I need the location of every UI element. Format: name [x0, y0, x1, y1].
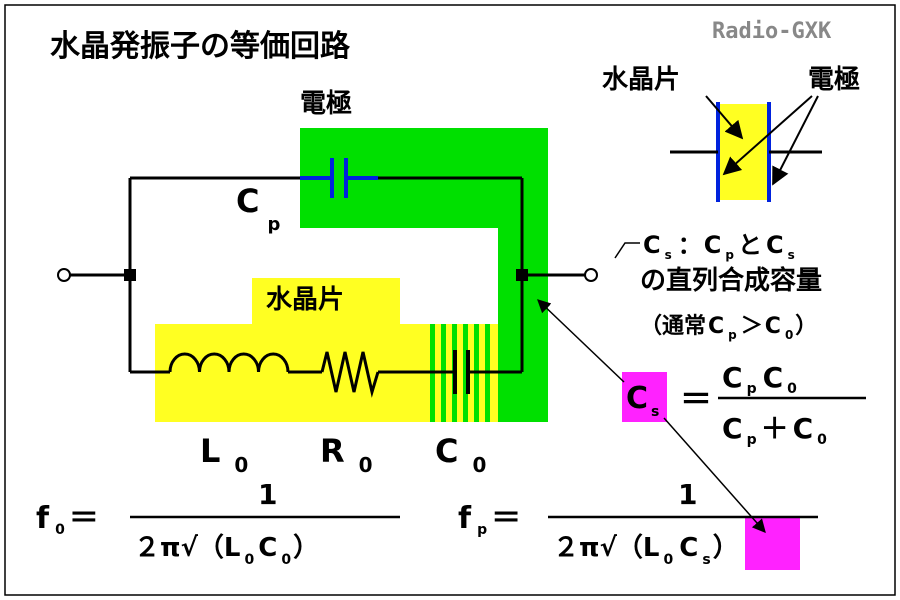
c0-capacitor-symbol — [453, 350, 470, 394]
inset-arrow-electrode-right — [772, 95, 819, 186]
circuit-wires — [70, 176, 585, 374]
cp-label: Cp — [236, 182, 280, 235]
crystal-label: 水晶片 — [266, 285, 344, 315]
resistor-r0-symbol — [320, 351, 380, 398]
inset-crystal-sketch — [670, 95, 822, 202]
inset-crystal-label: 水晶片 — [602, 65, 680, 95]
terminal-right — [584, 268, 598, 282]
arrow-cs-to-junction — [537, 299, 625, 383]
electrode-label: 電極 — [300, 89, 352, 119]
junction-right — [516, 269, 528, 281]
page-title: 水晶発振子の等価回路 — [50, 29, 351, 64]
fp-formula-numerator: 1 — [678, 478, 697, 511]
inset-arrow-crystal — [705, 95, 744, 140]
f0-formula-numerator: 1 — [258, 478, 277, 511]
inset-electrode-label: 電極 — [808, 65, 860, 95]
note-line-2: の直列合成容量 — [640, 265, 822, 296]
inset-arrow-electrode-left — [722, 95, 813, 176]
cs-formula-equals: ＝ — [680, 380, 712, 418]
outer-frame — [4, 4, 896, 596]
crystal-region — [155, 278, 498, 422]
cp-capacitor-symbol — [300, 158, 378, 198]
inductor-l0-symbol — [168, 352, 290, 373]
fp-cs-highlight-box — [745, 518, 800, 570]
brand-label: Radio-GXK — [712, 19, 832, 44]
note-bracket — [614, 242, 640, 259]
terminal-left — [57, 268, 71, 282]
junction-left — [124, 269, 136, 281]
cs-highlight-box — [622, 372, 667, 422]
arrow-cs-to-fp-formula — [663, 417, 766, 534]
electrode-region — [300, 128, 548, 422]
